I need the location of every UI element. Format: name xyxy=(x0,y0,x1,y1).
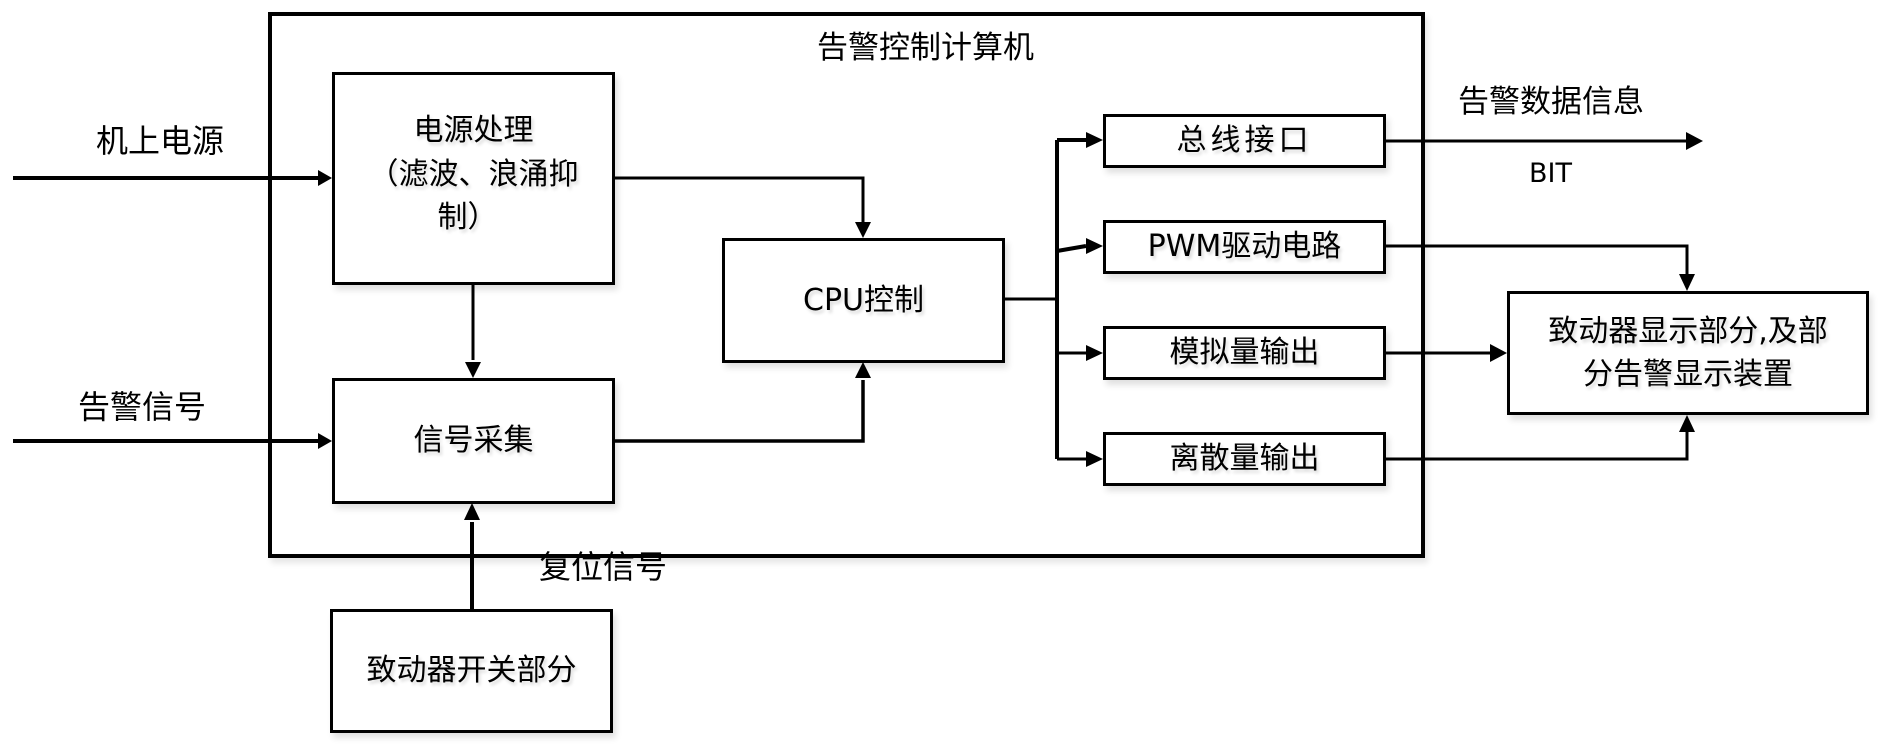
pwm-driver-block[interactable]: PWM驱动电路 xyxy=(1103,220,1386,274)
power-processing-block[interactable]: 电源处理 （滤波、浪涌抑 制） xyxy=(332,72,615,285)
discrete-to-display-line xyxy=(1385,432,1689,461)
arrowhead-alarm-data-out xyxy=(1686,132,1703,150)
arrowhead-reset-signal xyxy=(464,503,480,520)
arrowhead-analog-to-display xyxy=(1490,344,1507,362)
arrowhead-to-analog xyxy=(1086,345,1103,361)
actuator-switch-label: 致动器开关部分 xyxy=(366,653,577,689)
cpu-control-block[interactable]: CPU控制 xyxy=(722,238,1005,363)
arrowhead-power-to-signal xyxy=(465,362,481,378)
arrowhead-alarm-in xyxy=(318,433,332,449)
signal-to-cpu-line xyxy=(614,380,865,443)
bus-interface-label: 总线接口 xyxy=(1176,123,1313,159)
arrowhead-to-bus xyxy=(1086,132,1103,148)
trunk-to-pwm-line xyxy=(1056,244,1087,253)
actuator-display-line-2: 分告警显示装置 xyxy=(1582,357,1793,392)
discrete-output-block[interactable]: 离散量输出 xyxy=(1103,432,1386,486)
actuator-display-text: 致动器显示部分,及部 分告警显示装置 xyxy=(1548,310,1828,397)
signal-acquisition-block[interactable]: 信号采集 xyxy=(332,378,615,504)
power-to-cpu-line xyxy=(614,176,865,222)
pwm-to-display-line xyxy=(1385,244,1689,274)
arrowhead-pwm-to-display xyxy=(1679,274,1695,291)
alarm-data-info-label: 告警数据信息 xyxy=(1458,84,1644,120)
power-processing-text: 电源处理 （滤波、浪涌抑 制） xyxy=(369,109,579,240)
arrowhead-power-to-cpu xyxy=(855,222,871,238)
analog-output-block[interactable]: 模拟量输出 xyxy=(1103,326,1386,380)
power-processing-line-1: 电源处理 xyxy=(413,113,534,149)
arrowhead-power-in xyxy=(318,170,332,186)
power-processing-line-2: （滤波、浪涌抑 xyxy=(368,156,579,192)
power-processing-line-3: 制） xyxy=(437,200,498,236)
container-title: 告警控制计算机 xyxy=(817,30,1034,66)
analog-output-label: 模拟量输出 xyxy=(1169,335,1320,371)
cpu-control-label: CPU控制 xyxy=(803,282,924,318)
actuator-display-block[interactable]: 致动器显示部分,及部 分告警显示装置 xyxy=(1507,291,1869,415)
pwm-driver-label: PWM驱动电路 xyxy=(1147,229,1342,265)
alarm-signal-input-label: 告警信号 xyxy=(78,388,207,426)
alarm-control-computer-container xyxy=(268,12,1425,558)
reset-signal-label: 复位信号 xyxy=(539,548,668,586)
arrowhead-signal-to-cpu xyxy=(855,362,871,378)
bus-interface-block[interactable]: 总线接口 xyxy=(1103,114,1386,168)
arrowhead-to-discrete xyxy=(1086,451,1103,467)
actuator-switch-block[interactable]: 致动器开关部分 xyxy=(330,609,613,733)
signal-acquisition-label: 信号采集 xyxy=(413,423,534,459)
discrete-output-label: 离散量输出 xyxy=(1169,441,1320,477)
bit-label: BIT xyxy=(1529,158,1572,189)
arrowhead-discrete-to-display xyxy=(1679,415,1695,432)
power-input-label: 机上电源 xyxy=(96,122,225,160)
actuator-display-line-1: 致动器显示部分,及部 xyxy=(1548,313,1828,349)
arrowhead-to-pwm xyxy=(1086,238,1103,254)
